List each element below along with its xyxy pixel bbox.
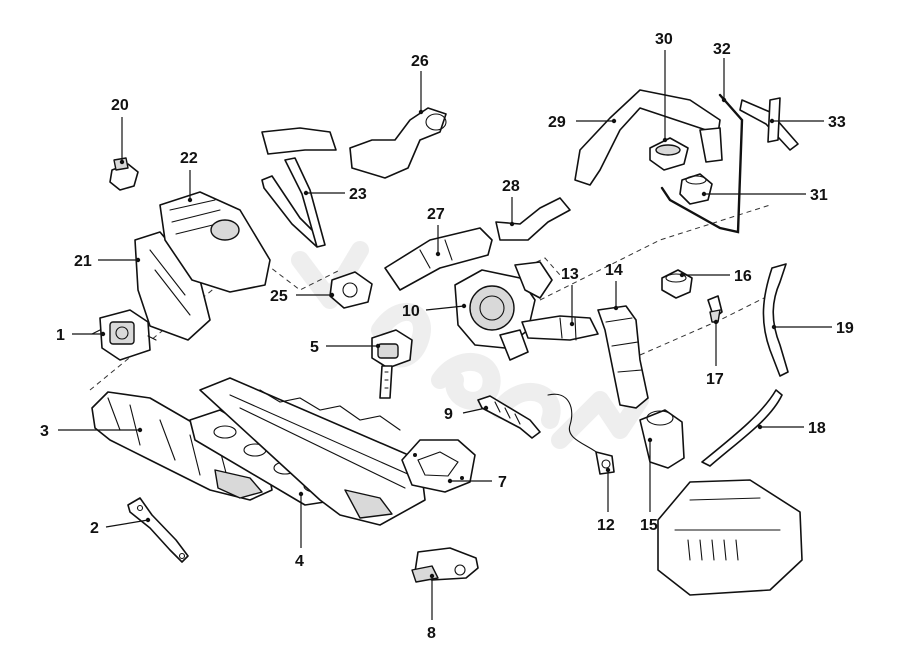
callout-14: 14 [605, 262, 623, 279]
callout-4: 4 [295, 553, 304, 570]
part-29-pipe[interactable] [574, 89, 723, 186]
callout-23: 23 [349, 186, 367, 203]
part-3-manifold[interactable] [91, 391, 273, 501]
part-8-sensor[interactable] [411, 547, 479, 583]
callout-21: 21 [74, 253, 92, 270]
callout-20: 20 [111, 97, 129, 114]
callout-31: 31 [810, 187, 828, 204]
part-16-cap[interactable] [661, 269, 693, 299]
part-22-intake-duct[interactable] [159, 191, 271, 293]
callout-25: 25 [270, 288, 288, 305]
callout-3: 3 [40, 423, 49, 440]
callout-33: 33 [828, 114, 846, 131]
part-20-sensor[interactable] [109, 157, 139, 191]
part-14-pipe[interactable] [597, 305, 649, 409]
part-9-bolt[interactable] [477, 395, 541, 439]
part-26-hose[interactable] [261, 107, 447, 179]
callout-7: 7 [498, 474, 507, 491]
part-30-thermostat[interactable] [649, 137, 689, 171]
part-32-pipe[interactable] [660, 93, 744, 234]
callout-28: 28 [502, 178, 520, 195]
callout-1: 1 [56, 327, 65, 344]
callout-15: 15 [640, 517, 658, 534]
callout-18: 18 [808, 420, 826, 437]
callout-16: 16 [734, 268, 752, 285]
callout-17: 17 [706, 371, 724, 388]
callout-27: 27 [427, 206, 445, 223]
part-5-actuator[interactable] [371, 329, 413, 399]
part-7-flange-gasket[interactable] [401, 439, 476, 493]
watermark [291, 241, 649, 449]
callout-2: 2 [90, 520, 99, 537]
part-15-pipe[interactable] [639, 409, 685, 469]
leader-lines [58, 50, 832, 620]
part-33-clip[interactable] [739, 97, 799, 151]
callout-19: 19 [836, 320, 854, 337]
callout-12: 12 [597, 517, 615, 534]
callout-29: 29 [548, 114, 566, 131]
part-31-coupler[interactable] [679, 173, 713, 205]
callout-8: 8 [427, 625, 436, 642]
part-1-valve[interactable] [91, 309, 157, 361]
part-17-sensor[interactable] [707, 295, 723, 323]
cylinder-head [199, 377, 426, 526]
part-19-hose[interactable] [762, 263, 789, 377]
part-10-turbocharger[interactable] [454, 261, 553, 361]
part-25-clamp[interactable] [329, 271, 373, 309]
callout-labels: 1 2 3 4 5 7 8 9 10 12 13 14 15 16 17 18 … [40, 31, 854, 642]
part-23-bracket[interactable] [261, 157, 326, 248]
part-28-hose[interactable] [495, 197, 571, 241]
part-2-bracket[interactable] [127, 497, 189, 563]
part-13-hose[interactable] [521, 315, 599, 341]
callout-22: 22 [180, 150, 198, 167]
callout-26: 26 [411, 53, 429, 70]
part-18-hose[interactable] [701, 389, 783, 467]
callout-13: 13 [561, 266, 579, 283]
air-filter-box [657, 479, 803, 596]
callout-9: 9 [444, 406, 453, 423]
callout-32: 32 [713, 41, 731, 58]
callout-10: 10 [402, 303, 420, 320]
callout-5: 5 [310, 339, 319, 356]
callout-30: 30 [655, 31, 673, 48]
